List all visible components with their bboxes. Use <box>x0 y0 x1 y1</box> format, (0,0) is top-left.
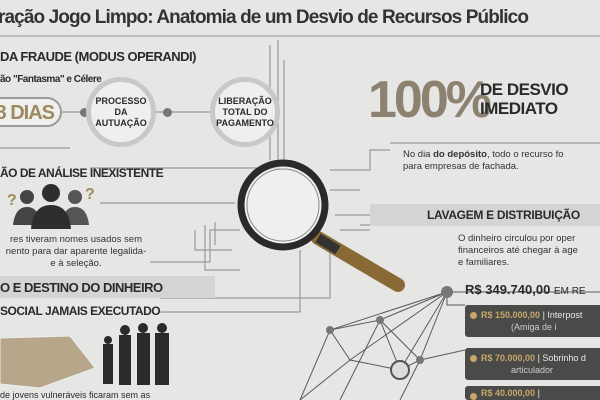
people-icon: ?? <box>7 184 95 229</box>
timeline-dot <box>80 108 89 117</box>
total-suffix: EM RE <box>553 286 586 297</box>
svg-text:?: ? <box>7 192 17 209</box>
recipient: | <box>537 388 540 398</box>
recipient-detail: (Amiga de i <box>511 322 557 332</box>
destino-subheading: SOCIAL JAMAIS EXECUTADO <box>0 304 161 318</box>
text: res tiveram nomes usados sem <box>10 234 142 245</box>
days-value: 8 DIAS <box>0 102 55 124</box>
amount: R$ 70.000,00 <box>481 353 536 363</box>
days-pill: 8 DIAS <box>0 97 62 127</box>
recipient: | Sobrinho d <box>537 353 586 363</box>
step-payment: LIBERAÇÃO TOTAL DO PAGAMENTO <box>210 77 280 147</box>
recipient-box: R$ 150.000,00 | Interpost (Amiga de i <box>465 305 600 337</box>
total-value: R$ 349.740,00 <box>465 282 551 297</box>
text: No dia <box>403 149 434 160</box>
recipient: | Interpost <box>542 310 583 320</box>
text: nento para dar aparente legalida- <box>5 246 147 257</box>
modus-heading: DA FRAUDE (MODUS OPERANDI) <box>0 49 196 64</box>
amount: R$ 150.000,00 <box>481 310 541 320</box>
recipient-detail: articulador <box>511 365 554 375</box>
recipient-box: R$ 70.000,00 | Sobrinho d articulador <box>465 348 600 380</box>
total-amount: R$ 349.740,00 EM RE <box>465 282 586 297</box>
text: para empresas de fachada. <box>403 161 519 172</box>
timeline-dot <box>163 108 172 117</box>
text: e familiares. <box>458 257 510 268</box>
text: e à seleção. <box>50 258 102 269</box>
step-process: PROCESSO DA AUTUAÇÃO <box>86 77 156 147</box>
page-title: ração Jogo Limpo: Anatomia de um Desvio … <box>0 7 529 28</box>
destino-text: de jovens vulneráveis ficaram sem as <box>0 390 151 400</box>
abandoned-field-illustration <box>0 323 169 389</box>
text: , todo o recurso fo <box>486 149 564 160</box>
text: O dinheiro circulou por oper <box>458 233 576 244</box>
percent-value: 100% <box>368 71 492 129</box>
text-bold: do depósito <box>433 149 487 160</box>
desvio-line1: DE DESVIO <box>480 80 569 99</box>
lavagem-band <box>370 204 600 226</box>
modus-subheading: ão "Fantasma" e Célere <box>0 74 102 85</box>
title-divider <box>0 35 600 37</box>
analise-heading: ÃO DE ANÁLISE INEXISTENTE <box>0 166 164 180</box>
text: financeiros até chegar à age <box>458 245 578 256</box>
desvio-line2: IMEDIATO <box>480 99 558 118</box>
recipient-box: R$ 40.000,00 | <box>465 386 600 400</box>
destino-band <box>0 276 215 298</box>
lavagem-heading: LAVAGEM E DISTRIBUIÇÃO <box>427 208 580 222</box>
amount: R$ 40.000,00 <box>481 388 536 398</box>
destino-heading: O E DESTINO DO DINHEIRO <box>0 280 163 295</box>
svg-text:?: ? <box>85 186 95 203</box>
